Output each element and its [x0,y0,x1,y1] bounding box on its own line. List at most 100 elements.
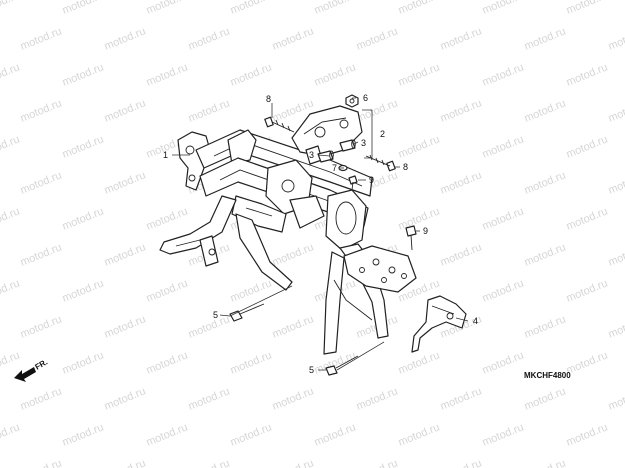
callout-2: 2 [380,129,385,139]
watermark-text: motod.ru [19,313,64,340]
watermark-text: motod.ru [313,0,358,17]
watermark-text: motod.ru [187,313,232,340]
watermark-text: motod.ru [397,421,442,448]
bolt-8-left [264,116,295,133]
nut-6 [345,94,359,108]
watermark-text: motod.ru [565,349,610,376]
collar-lower [317,150,334,163]
watermark-text: motod.ru [565,133,610,160]
watermark-text: motod.ru [145,277,190,304]
main-frame [159,129,417,355]
watermark-text: motod.ru [523,97,568,124]
watermark-text: motod.ru [565,205,610,232]
watermark-text: motod.ru [19,25,64,52]
callout-3-upper: 3 [361,138,366,148]
watermark-text: motod.ru [523,25,568,52]
callouts: 1 2 3 3 4 5 5 6 7 8 8 9 9 [163,93,478,375]
watermark-text: motod.ru [271,241,316,268]
watermark-text: motod.ru [103,97,148,124]
watermark-text: motod.ru [313,61,358,88]
watermark-text: motod.ru [481,61,526,88]
watermark-text: motod.ru [229,421,274,448]
callout-7: 7 [332,163,337,173]
watermark-text: motod.ru [0,61,21,88]
direction-label: FR. [34,357,50,371]
callout-6: 6 [363,93,368,103]
watermark-text: motod.ru [187,25,232,52]
watermark-text: motod.ru [481,205,526,232]
watermark-text: motod.ru [0,421,21,448]
callout-8-left: 8 [266,94,271,104]
callout-4: 4 [473,316,478,326]
watermark-text: motod.ru [565,61,610,88]
callout-9-right: 9 [423,226,428,236]
watermark-text: motod.ru [355,385,400,412]
watermark-text: motod.ru [61,349,106,376]
watermark-text: motod.ru [607,97,625,124]
watermark-text: motod.ru [607,25,625,52]
watermark-text: motod.ru [103,457,148,468]
watermark-text: motod.ru [0,133,21,160]
watermark-text: motod.ru [523,385,568,412]
watermark-text: motod.ru [439,25,484,52]
bolt-9-right [405,225,417,251]
watermark-text: motod.ru [61,0,106,17]
watermark-text: motod.ru [481,0,526,17]
diagram-code: MKCHF4800 [524,371,571,380]
watermark-text: motod.ru [103,313,148,340]
bolt-5-left [229,303,265,322]
collar-upper [339,139,356,152]
watermark-text: motod.ru [145,61,190,88]
watermark-text: motod.ru [271,457,316,468]
watermark-text: motod.ru [0,0,21,17]
watermark-text: motod.ru [0,277,21,304]
bolt-8-right [365,154,396,172]
watermark-text: motod.ru [61,205,106,232]
front-arrow-icon [14,367,36,382]
bolt-9-upper [348,175,358,191]
watermark-text: motod.ru [0,205,21,232]
watermark-text: motod.ru [481,421,526,448]
watermark-text: motod.ru [145,0,190,17]
watermark-text: motod.ru [439,385,484,412]
watermark-text: motod.ru [19,457,64,468]
watermark-text: motod.ru [565,277,610,304]
watermark-text: motod.ru [61,61,106,88]
watermark-text: motod.ru [607,457,625,468]
watermark-text: motod.ru [439,457,484,468]
watermark-text: motod.ru [19,385,64,412]
watermark-text: motod.ru [103,25,148,52]
watermark-text: motod.ru [271,25,316,52]
watermark-text: motod.ru [607,169,625,196]
watermark-text: motod.ru [187,385,232,412]
watermark-text: motod.ru [439,169,484,196]
watermark-text: motod.ru [565,0,610,17]
watermark-text: motod.ru [61,277,106,304]
watermark-text: motod.ru [145,349,190,376]
watermark-text: motod.ru [103,169,148,196]
watermark-text: motod.ru [187,97,232,124]
watermark-text: motod.ru [19,97,64,124]
watermark-text: motod.ru [523,169,568,196]
watermark-text: motod.ru [19,169,64,196]
watermark-text: motod.ru [19,241,64,268]
watermark-text: motod.ru [271,385,316,412]
watermark-text: motod.ru [481,133,526,160]
watermark-text: motod.ru [103,241,148,268]
watermark-text: motod.ru [607,241,625,268]
watermark-text: motod.ru [355,97,400,124]
watermark-text: motod.ru [355,457,400,468]
watermark-text: motod.ru [397,133,442,160]
watermark-text: motod.ru [229,61,274,88]
watermark-text: motod.ru [523,457,568,468]
watermark-text: motod.ru [229,0,274,17]
callout-3-lower: 3 [309,150,314,160]
leader-lines [172,97,469,371]
watermark-text: motod.ru [397,61,442,88]
watermark-text: motod.ru [481,277,526,304]
callout-5-lower: 5 [309,365,314,375]
watermark-text: motod.ru [607,313,625,340]
watermark-text: motod.ru [187,457,232,468]
